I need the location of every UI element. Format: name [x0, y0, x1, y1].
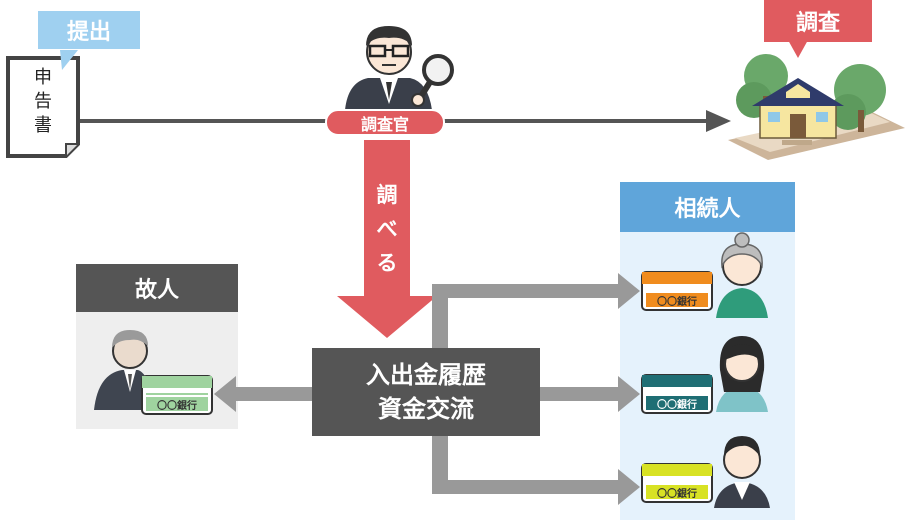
research-text: 調 べ る [364, 178, 410, 280]
heir-3-bank-card [641, 463, 713, 503]
heir-3-figure [714, 436, 770, 508]
heir-1-bank-card [641, 271, 713, 311]
heir-1-figure [716, 232, 768, 318]
document-text: 申 告 書 [8, 66, 78, 138]
research-arrow [337, 140, 437, 338]
investigation-tag-label: 調査 [795, 11, 840, 36]
document-char: 申 [34, 67, 52, 88]
inspector-figure [345, 26, 454, 110]
document-char: 書 [34, 115, 52, 136]
submission-tag-label: 提出 [66, 20, 111, 45]
submission-tag-tail [60, 50, 78, 70]
deceased-title: 故人 [134, 278, 179, 303]
heirs-header: 相続人 [620, 182, 795, 232]
arrow-to-deceased [214, 376, 312, 412]
deceased-figure [94, 330, 154, 410]
investigation-tag-tail [788, 40, 808, 58]
inspector-label: 調査官 [326, 110, 444, 135]
heir-2-bank-label: 〇〇銀行 [657, 399, 697, 411]
heir-3-bank-label: 〇〇銀行 [657, 488, 697, 500]
research-char: 調 [376, 183, 398, 207]
investigation-tag: 調査 [764, 0, 872, 42]
document-char: 告 [34, 91, 52, 112]
heirs-title: 相続人 [674, 197, 741, 222]
transaction-history-box: 入出金履歴 資金交流 [312, 348, 540, 436]
heir-2-bank-card [641, 374, 713, 414]
transaction-history-line2: 資金交流 [378, 395, 474, 423]
inspector-label-pill [325, 109, 445, 136]
inspector-label-text: 調査官 [360, 114, 409, 134]
deceased-bank-label: 〇〇銀行 [157, 400, 197, 412]
heir-1-bank-label: 〇〇銀行 [657, 296, 697, 308]
transaction-history-line1: 入出金履歴 [366, 361, 486, 389]
research-char: る [376, 251, 398, 275]
deceased-bank-card [141, 375, 213, 415]
house-illustration [728, 54, 905, 160]
heir-2-figure [716, 336, 768, 412]
submission-tag: 提出 [38, 11, 140, 49]
deceased-header: 故人 [76, 264, 238, 312]
research-char: べ [376, 217, 398, 241]
